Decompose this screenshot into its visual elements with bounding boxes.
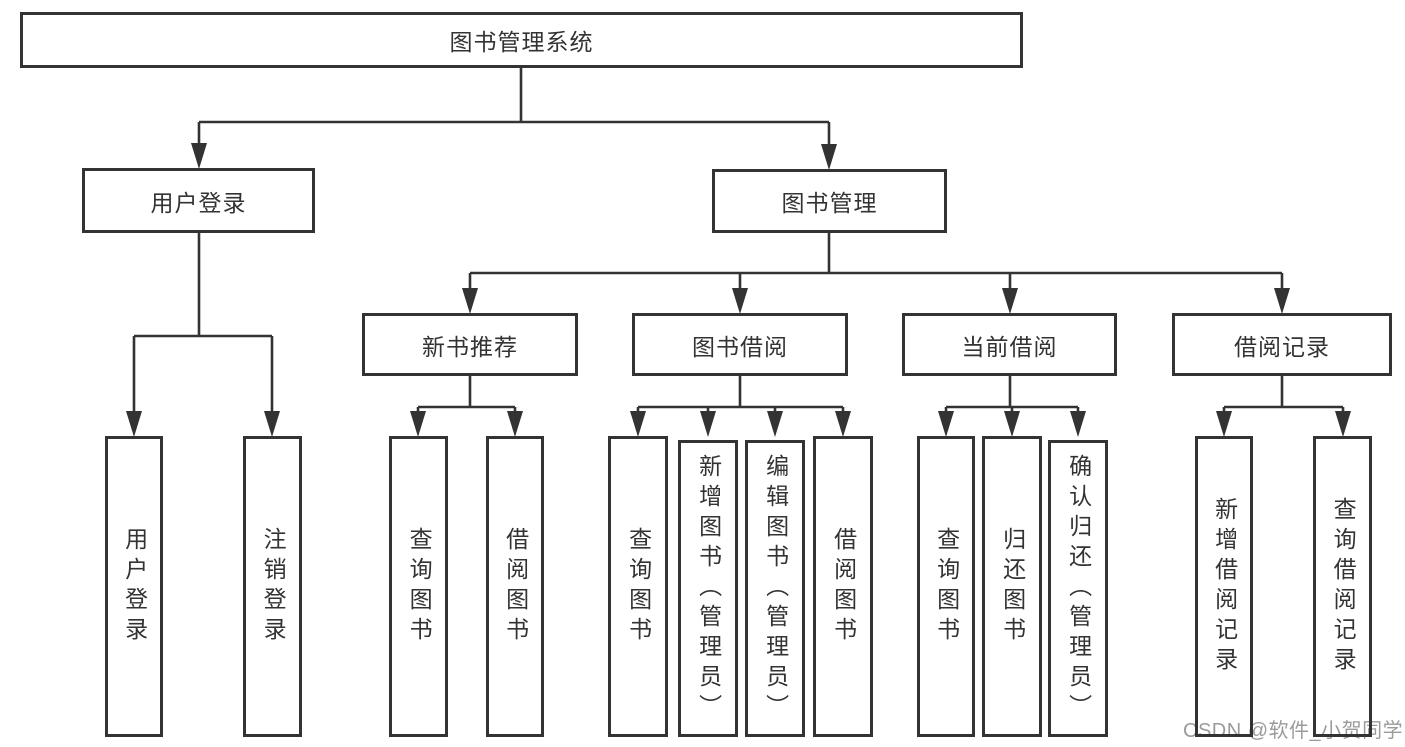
node-label: 查询图书 [625,526,652,647]
arrowhead [410,411,426,437]
node-label: 新增图书（管理员） [695,453,722,724]
node-label: 借阅图书 [502,526,529,647]
arrowhead [821,144,837,170]
node-edit-books-admin: 编辑图书（管理员） [745,440,805,737]
connector-line [468,233,1284,291]
arrowhead [1216,411,1232,437]
node-logout: 注销登录 [243,436,302,737]
arrowhead [732,288,748,314]
node-label: 新增借阅记录 [1211,496,1238,677]
node-query-books-2: 查询图书 [608,436,668,737]
node-label: 查询借阅记录 [1330,496,1357,677]
node-borrowing-records: 借阅记录 [1172,313,1392,376]
arrowhead [700,411,716,437]
node-label: 归还图书 [999,526,1026,647]
node-user-login: 用户登录 [82,168,315,233]
node-label: 查询图书 [406,526,433,647]
node-query-books-3: 查询图书 [917,436,975,737]
node-add-books-admin: 新增图书（管理员） [678,440,738,737]
arrowhead [1004,411,1020,437]
node-label: 查询图书 [933,526,960,647]
arrowhead [630,411,646,437]
node-query-borrow-record: 查询借阅记录 [1313,436,1372,737]
node-new-book-recommend: 新书推荐 [362,313,578,376]
node-confirm-return-admin: 确认归还（管理员） [1048,440,1108,737]
node-book-management: 图书管理 [712,169,947,233]
arrowhead [1070,411,1086,437]
node-borrow-books-1: 借阅图书 [486,436,544,737]
arrowhead [1335,411,1351,437]
arrowhead [1002,288,1018,314]
node-label: 用户登录 [121,526,148,647]
node-label: 编辑图书（管理员） [762,453,789,724]
connector-line [944,376,1080,414]
arrowhead [1274,288,1290,314]
arrowhead [462,288,478,314]
node-query-books-1: 查询图书 [389,436,448,737]
connector-line [1222,376,1345,414]
arrowhead [191,143,207,169]
node-return-books: 归还图书 [982,436,1042,737]
connector-line [636,376,845,414]
node-label: 注销登录 [260,526,287,647]
arrowhead [767,411,783,437]
node-label: 借阅图书 [830,526,857,647]
arrowhead [938,411,954,437]
arrowhead [835,411,851,437]
connector-line [132,233,274,414]
node-label: 确认归还（管理员） [1065,453,1092,724]
node-borrow-books-2: 借阅图书 [813,436,873,737]
connector-line [197,68,831,147]
node-book-borrowing: 图书借阅 [632,313,848,376]
arrowhead [264,411,280,437]
arrowhead [126,411,142,437]
arrowhead [507,411,523,437]
node-root: 图书管理系统 [20,12,1023,68]
csdn-watermark: CSDN @软件_小贺同学 [1183,720,1404,742]
node-current-borrowing: 当前借阅 [902,313,1117,376]
node-add-borrow-record: 新增借阅记录 [1195,436,1253,737]
connector-line [416,376,517,414]
node-user-login-leaf: 用户登录 [105,436,163,737]
